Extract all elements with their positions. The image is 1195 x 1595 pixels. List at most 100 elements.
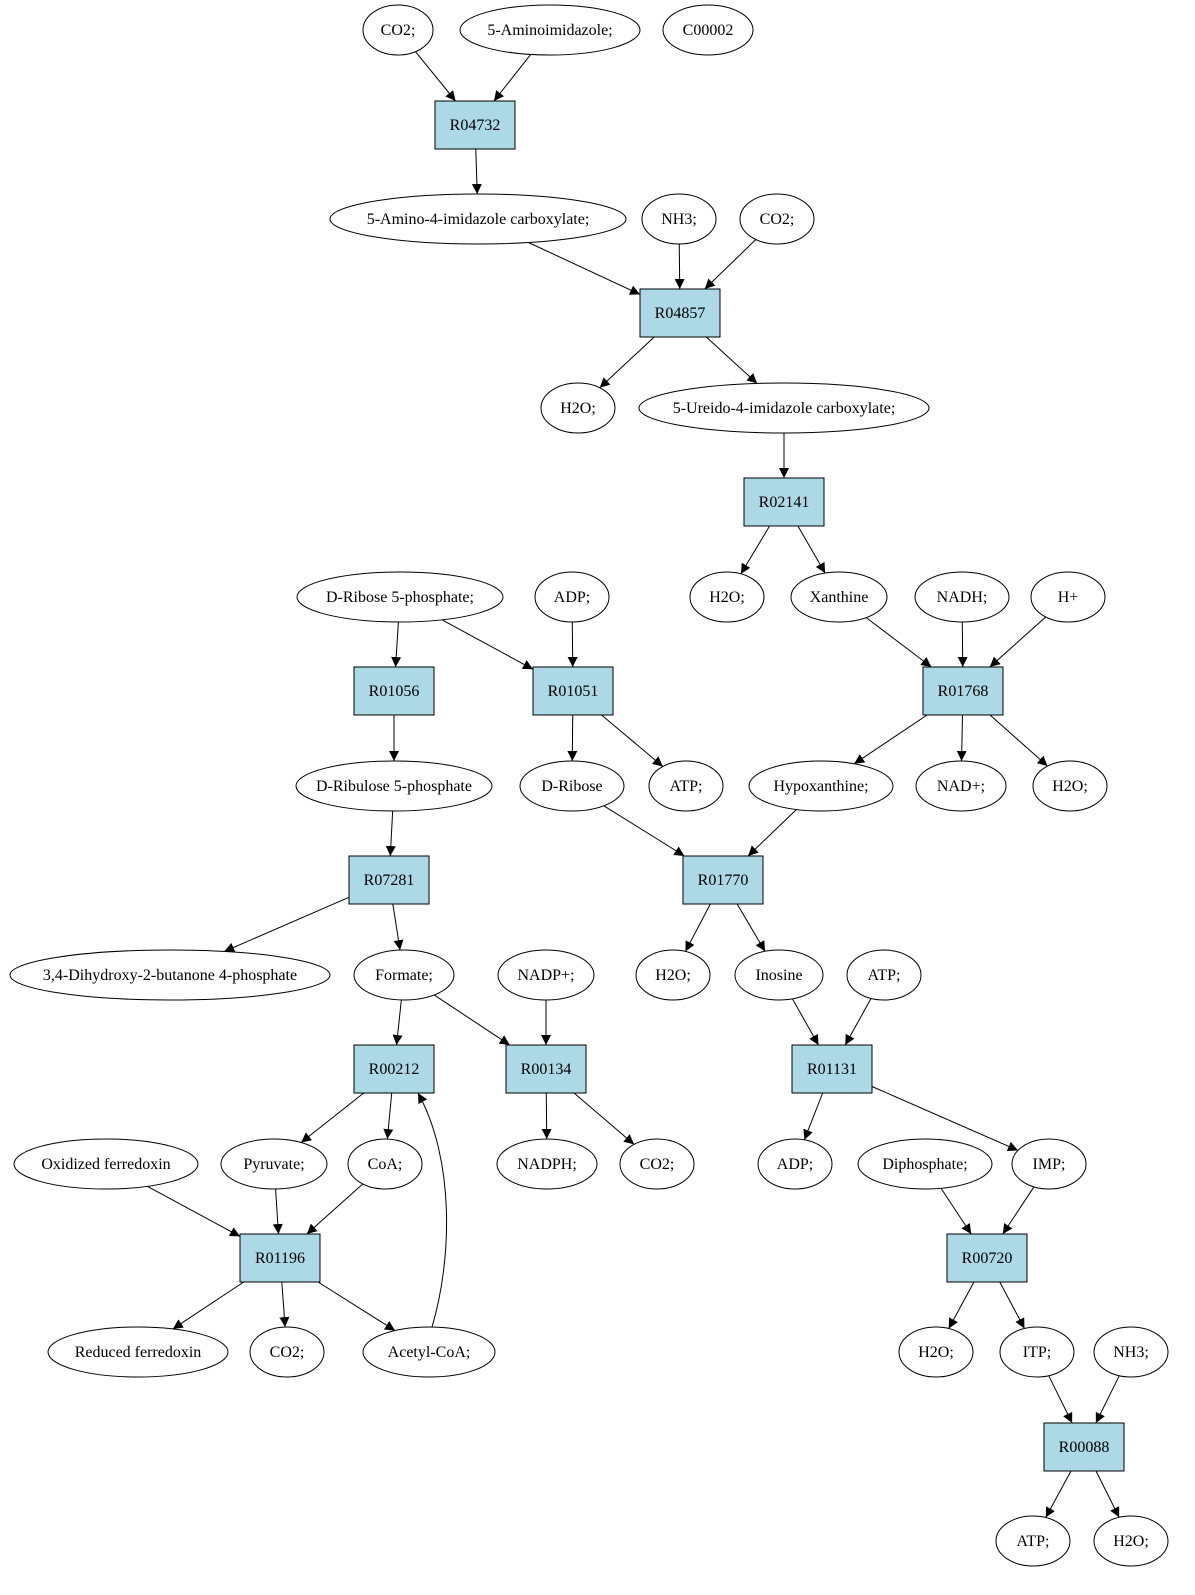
node-label: Diphosphate; [882, 1156, 967, 1173]
compound-ellipse [662, 4, 754, 56]
edge-inosine-to-R01131 [791, 998, 819, 1046]
compound-ellipse [641, 193, 717, 245]
compound-node-h2o_a: H2O; [540, 382, 616, 434]
compound-ellipse [540, 382, 616, 434]
compound-node-imp: IMP; [1011, 1138, 1087, 1190]
node-label: ITP; [1023, 1344, 1051, 1361]
compound-node-nadpplus: NADP+; [497, 949, 595, 1001]
reaction-node-R01196: R01196 [239, 1233, 321, 1283]
node-label: ATP; [1017, 1533, 1050, 1550]
compound-ellipse [9, 949, 331, 1001]
node-label: Acetyl-CoA; [388, 1344, 471, 1361]
compound-ellipse [362, 1326, 496, 1378]
edge-aica-to-R04857 [528, 242, 641, 295]
edge-R02141-to-h2o_b [740, 525, 771, 575]
compound-ellipse [739, 193, 815, 245]
edge-R07281-to-dhbp [224, 896, 350, 953]
reaction-node-R01051: R01051 [532, 666, 614, 716]
compound-node-coa: CoA; [347, 1138, 423, 1190]
node-label: R01768 [938, 683, 989, 700]
edge-R01770-to-inosine [736, 903, 766, 952]
compound-node-ru5p: D-Ribulose 5-phosphate [295, 760, 493, 812]
compound-node-h2o_d: H2O; [635, 949, 711, 1001]
reaction-box [532, 666, 614, 716]
edge-oxfd-to-R01196 [147, 1185, 241, 1237]
node-label: Xanthine [810, 589, 869, 606]
reaction-box [791, 1044, 873, 1094]
compound-ellipse [898, 1326, 974, 1378]
compound-node-acetylcoa: Acetyl-CoA; [362, 1326, 496, 1378]
compound-ellipse [648, 760, 724, 812]
compound-node-xanthine: Xanthine [790, 571, 888, 623]
node-label: NAD+; [937, 778, 985, 795]
node-label: R00088 [1059, 1439, 1110, 1456]
node-label: D-Ribose 5-phosphate; [326, 589, 474, 606]
compound-ellipse [999, 1326, 1075, 1378]
node-label: ADP; [777, 1156, 813, 1173]
compound-ellipse [249, 1326, 325, 1378]
compound-node-dhbp: 3,4-Dihydroxy-2-butanone 4-phosphate [9, 949, 331, 1001]
node-label: R01051 [548, 683, 599, 700]
compound-node-pyruvate: Pyruvate; [220, 1138, 328, 1190]
compound-node-inosine: Inosine [734, 949, 824, 1001]
node-label: 5-Amino-4-imidazole carboxylate; [367, 211, 590, 228]
reaction-box [505, 1044, 587, 1094]
compound-ellipse [459, 4, 641, 56]
compound-ellipse [734, 949, 824, 1001]
edge-r5p-to-R01051 [441, 619, 534, 670]
compound-node-aminoimidazole: 5-Aminoimidazole; [459, 4, 641, 56]
reaction-box [946, 1233, 1028, 1283]
edge-nh3_b-to-R00088 [1095, 1375, 1120, 1424]
edge-R07281-to-formate [392, 903, 404, 951]
compound-node-atp_a: ATP; [648, 760, 724, 812]
node-label: H2O; [918, 1344, 954, 1361]
edge-R00134-to-co2_c [573, 1092, 635, 1145]
reaction-node-R01768: R01768 [922, 666, 1004, 716]
reaction-box [922, 666, 1004, 716]
reaction-node-R02141: R02141 [743, 477, 825, 527]
node-label: NH3; [661, 211, 697, 228]
node-label: H2O; [1113, 1533, 1149, 1550]
node-label: H+ [1058, 589, 1079, 606]
reaction-box [1043, 1422, 1125, 1472]
edge-itp-to-R00088 [1048, 1375, 1073, 1424]
reaction-node-R01770: R01770 [682, 855, 764, 905]
compound-node-h2o_c: H2O; [1032, 760, 1108, 812]
reaction-box [743, 477, 825, 527]
reaction-box [434, 100, 516, 150]
compound-ellipse [295, 760, 493, 812]
node-label: Formate; [375, 967, 433, 984]
compound-ellipse [1011, 1138, 1087, 1190]
edge-R01196-to-acetylcoa [317, 1281, 396, 1331]
node-label: NH3; [1113, 1344, 1149, 1361]
reaction-node-R04857: R04857 [639, 288, 721, 338]
reaction-box [353, 666, 435, 716]
node-label: ATP; [868, 967, 901, 984]
node-label: H2O; [655, 967, 691, 984]
edge-R00212-to-coa [383, 1092, 394, 1140]
reaction-node-R00134: R00134 [505, 1044, 587, 1094]
edge-aminoimidazole-to-R04732 [493, 54, 532, 102]
edge-formate-to-R00134 [433, 994, 511, 1046]
reaction-node-R00720: R00720 [946, 1233, 1028, 1283]
edges-layer [147, 51, 1120, 1518]
node-label: Hypoxanthine; [773, 778, 868, 795]
compound-ellipse [1030, 571, 1106, 623]
node-label: R07281 [364, 872, 415, 889]
compound-node-redfd: Reduced ferredoxin [47, 1326, 229, 1378]
compound-ellipse [638, 382, 930, 434]
node-label: CO2; [640, 1156, 675, 1173]
compound-node-nadh: NADH; [914, 571, 1010, 623]
compound-ellipse [347, 1138, 423, 1190]
edge-co2_a-to-R04732 [415, 51, 456, 102]
compound-ellipse [13, 1138, 199, 1190]
edge-ru5p-to-R07281 [385, 810, 396, 857]
compound-ellipse [1093, 1515, 1169, 1567]
node-label: D-Ribose [541, 778, 602, 795]
compound-node-h2o_e: H2O; [898, 1326, 974, 1378]
compound-node-co2_c: CO2; [619, 1138, 695, 1190]
reaction-box [348, 855, 430, 905]
edge-R00088-to-h2o_f [1095, 1470, 1120, 1518]
compound-node-aica: 5-Amino-4-imidazole carboxylate; [329, 193, 627, 245]
